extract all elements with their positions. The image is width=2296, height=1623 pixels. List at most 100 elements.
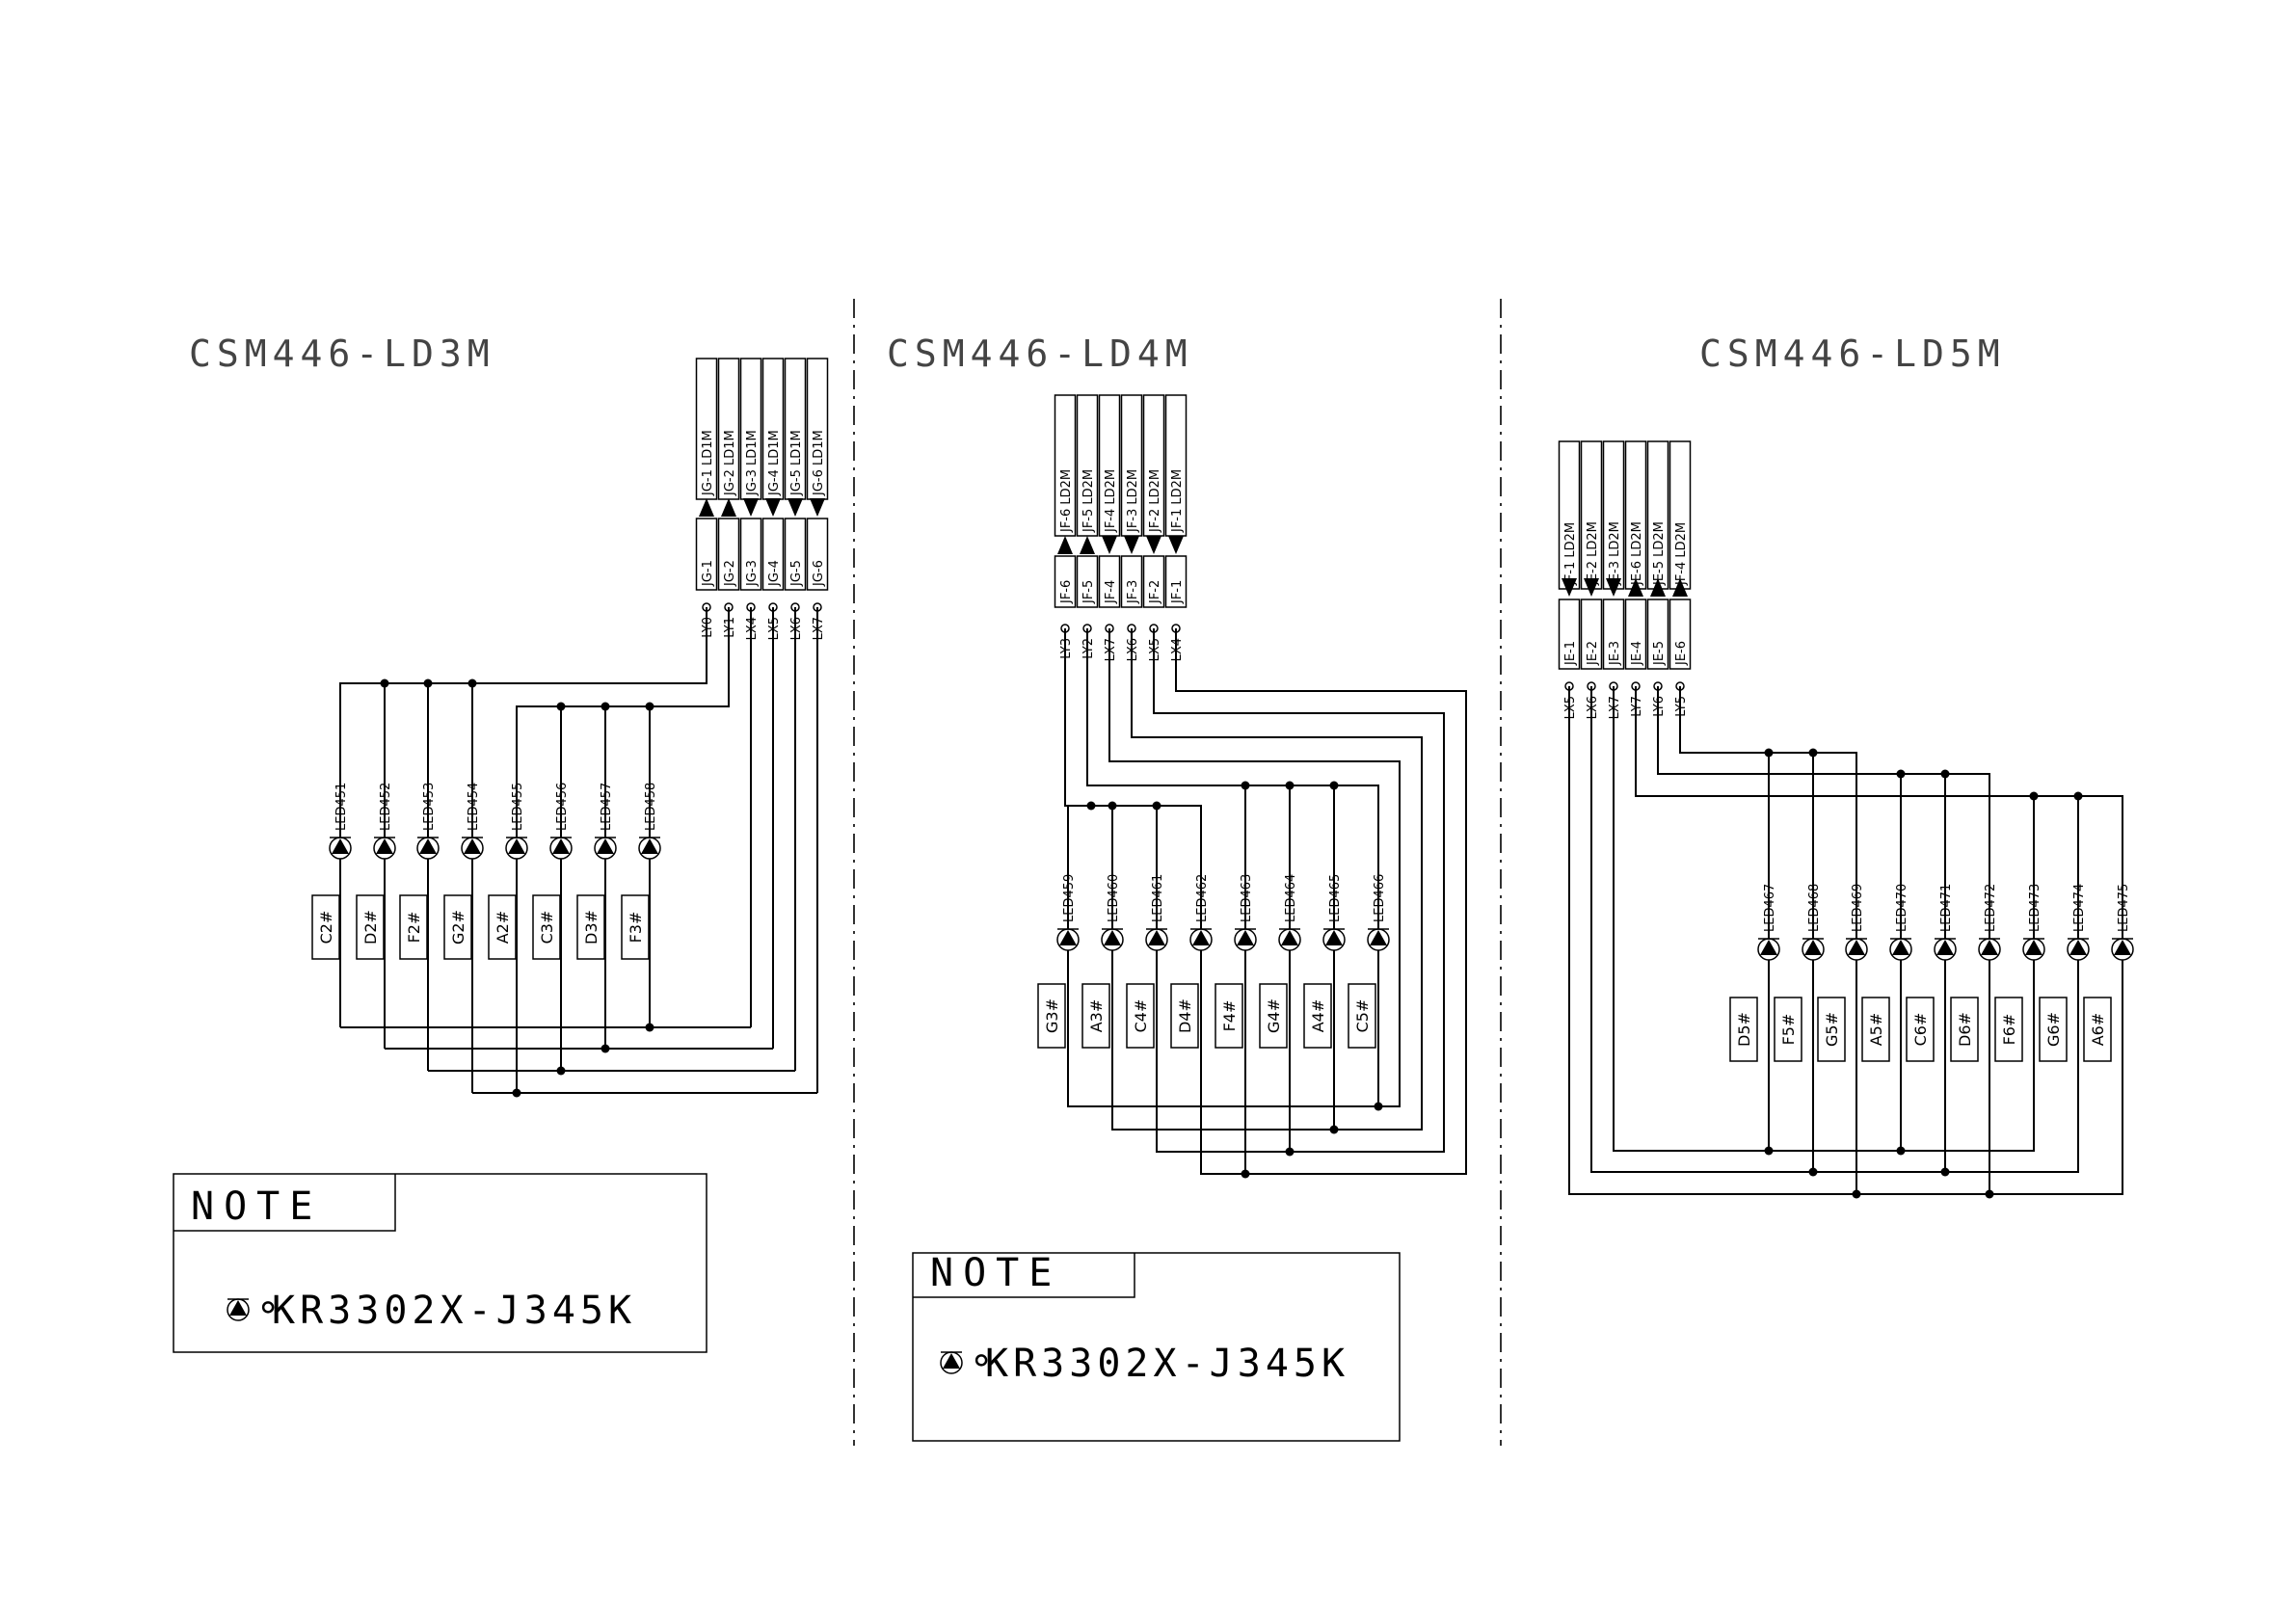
connector-outer-label: JE-2 LD2M (1586, 521, 1600, 586)
note-label: G3# (1037, 983, 1066, 1049)
arrow-down-icon (1606, 578, 1621, 597)
note-label-text: F6# (2000, 1014, 2018, 1046)
note-label-box (1906, 997, 1935, 1062)
connector-outer-label: JF-3 LD2M (1126, 469, 1140, 533)
note-label-box (1037, 983, 1066, 1049)
note-label-text: C5# (1353, 999, 1372, 1033)
note-label: G4# (1259, 983, 1288, 1049)
arrow-up-icon (1080, 536, 1095, 554)
note-label-box (1081, 983, 1110, 1049)
note-label-box (1861, 997, 1890, 1062)
note-label-text: G3# (1043, 998, 1061, 1033)
junction-dot (1852, 1189, 1861, 1199)
led-led453: LED453 (416, 783, 440, 860)
led-triangle-icon (2114, 940, 2131, 955)
connector-inner-label: JE-5 (1652, 641, 1667, 666)
bus-ly6 (1657, 686, 1990, 939)
junction-dot (1241, 1169, 1250, 1179)
connector-inner-box (1054, 555, 1077, 608)
led-triangle-icon (1325, 930, 1343, 945)
note-label-text: D2# (361, 910, 380, 945)
bus-lx (1175, 628, 1467, 1175)
junction-dot (1896, 1146, 1906, 1156)
bus-ly1 (516, 607, 730, 838)
bus-lx (1153, 628, 1445, 1153)
net-label: LX6 (1126, 638, 1140, 661)
connector-inner-label: JE-6 (1674, 641, 1689, 666)
note-label-text: A5# (1867, 1013, 1885, 1047)
note-label: F4# (1215, 983, 1243, 1049)
note-label: D6# (1950, 997, 1979, 1062)
connector-inner-label: JF-2 (1148, 580, 1162, 604)
bus-ly0 (339, 607, 707, 838)
note-label: A3# (1081, 983, 1110, 1049)
note-label: F5# (1774, 997, 1802, 1062)
connector-inner-label: JG-6 (812, 560, 826, 587)
junction-dot (556, 1066, 566, 1076)
junction-dot (601, 1044, 610, 1053)
panel-title: CSM446-LD5M (1699, 333, 2006, 375)
led-ref-label: LED467 (1763, 884, 1777, 932)
note-label-text: G5# (1823, 1012, 1841, 1047)
connector-outer-label: JF-1 LD2M (1563, 522, 1578, 586)
led-triangle-icon (1804, 940, 1822, 955)
arrow-down-icon (1562, 578, 1577, 597)
note-label-text: A6# (2089, 1013, 2107, 1047)
note-label-box (1729, 997, 1758, 1062)
led-triangle-icon (229, 1300, 247, 1316)
connector-outer-label: JG-4 LD1M (767, 430, 782, 496)
junction-dot (1940, 1167, 1950, 1177)
note-label: F2# (399, 894, 428, 960)
panel-title: CSM446-LD4M (887, 333, 1193, 375)
net-label: LX4 (1170, 638, 1185, 661)
connector-inner-box (784, 518, 807, 591)
led-symbol (416, 837, 440, 860)
arrow-up-icon (1650, 578, 1666, 597)
bus-ly2 (1086, 628, 1379, 929)
net-label: LY0 (701, 617, 715, 638)
arrow-down-icon (810, 498, 825, 517)
led-ref-label: LED456 (555, 783, 570, 831)
note-label-box (1774, 997, 1802, 1062)
led-ref-label: LED468 (1807, 884, 1822, 932)
connector-inner-label: JF-4 (1104, 580, 1118, 604)
led-symbol (1189, 928, 1213, 951)
led-ref-label: LED454 (467, 783, 481, 831)
note-label-box (1950, 997, 1979, 1062)
net-label: LX4 (745, 617, 760, 640)
note-frame (912, 1252, 1401, 1442)
led-symbol (2067, 938, 2090, 961)
led-triangle-icon (2025, 940, 2042, 955)
net-label: LX7 (1104, 638, 1118, 661)
led-ref-label: LED474 (2072, 884, 2087, 932)
note-colon: ∘ (256, 1285, 284, 1329)
led-ref-label: LED470 (1895, 884, 1909, 932)
note-label: D5# (1729, 997, 1758, 1062)
connector-outer-label: JE-6 LD2M (1630, 521, 1644, 586)
connector-inner-label: JF-1 (1170, 580, 1185, 604)
led-symbol (461, 837, 484, 860)
connector-outer-label: JF-4 LD2M (1104, 469, 1118, 533)
note-label-text: G4# (1265, 998, 1283, 1033)
connector-outer-label: JG-1 LD1M (701, 430, 715, 496)
led-triangle-icon (1192, 930, 1210, 945)
note-part-number: KR3302X-J345K (272, 1289, 636, 1333)
junction-dot (1285, 781, 1295, 790)
led-ref-label: LED457 (600, 783, 614, 831)
note-label-text: F3# (627, 912, 645, 944)
junction-dot (645, 702, 654, 711)
net-label: LX6 (1586, 696, 1600, 719)
net-label: LX5 (1563, 696, 1578, 719)
note-label: D2# (356, 894, 385, 960)
note-label: G6# (2039, 997, 2068, 1062)
